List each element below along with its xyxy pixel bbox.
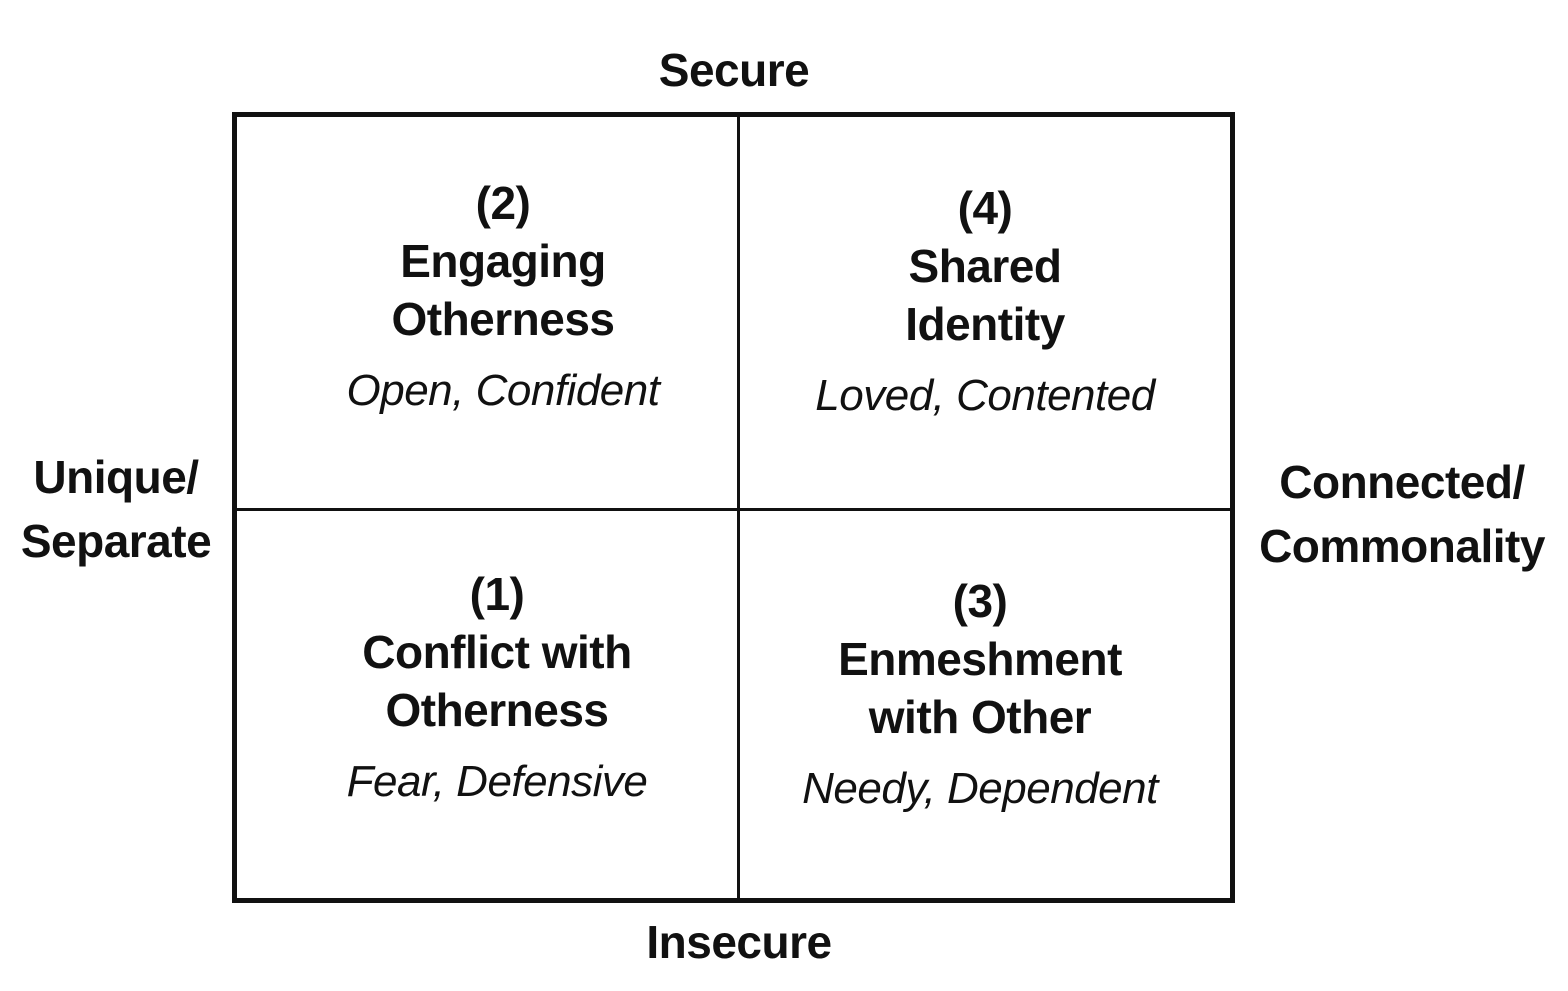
quadrant-title-line-1: Conflict with [362, 626, 632, 678]
axis-label-top: Secure [234, 38, 1234, 102]
axis-label-bottom-text: Insecure [646, 916, 832, 968]
vertical-divider [737, 117, 740, 898]
quadrant-title-line-2: with Other [868, 691, 1092, 743]
quadrant-title-line-1: Enmeshment [838, 633, 1122, 685]
quadrant-engaging-otherness: (2) Engaging Otherness Open, Confident [255, 174, 751, 420]
quadrant-title-line-2: Identity [905, 298, 1065, 350]
axis-label-right-line-2: Commonality [1259, 520, 1545, 573]
quadrant-enmeshment-with-other: (3) Enmeshment with Other Needy, Depende… [732, 572, 1228, 818]
quadrant-grid: (2) Engaging Otherness Open, Confident (… [232, 112, 1235, 903]
horizontal-divider [237, 508, 1230, 511]
quadrant-number: (3) [952, 575, 1008, 627]
quadrant-description: Needy, Dependent [802, 764, 1158, 813]
quadrant-title-line-1: Shared [908, 240, 1062, 292]
quadrant-conflict-with-otherness: (1) Conflict with Otherness Fear, Defens… [249, 565, 745, 811]
quadrant-description: Loved, Contented [815, 371, 1155, 420]
axis-label-left-line-1: Unique/ [33, 451, 199, 503]
axis-label-left: Unique/ Separate [0, 445, 232, 574]
axis-label-right-line-1: Connected/ [1279, 456, 1525, 508]
quadrant-description: Open, Confident [346, 366, 660, 415]
quadrant-shared-identity: (4) Shared Identity Loved, Contented [737, 179, 1233, 425]
quadrant-title-line-2: Otherness [385, 684, 609, 736]
quadrant-description: Fear, Defensive [346, 757, 648, 806]
quadrant-title-line-2: Otherness [391, 293, 615, 345]
axis-label-top-text: Secure [658, 44, 810, 96]
quadrant-number: (2) [475, 177, 531, 229]
quadrant-number: (4) [957, 182, 1013, 234]
axis-label-left-line-2: Separate [20, 515, 212, 568]
axis-label-bottom: Insecure [234, 910, 1244, 974]
quadrant-title-line-1: Engaging [400, 235, 606, 287]
axis-label-right: Connected/ Commonality [1236, 450, 1568, 579]
quadrant-number: (1) [469, 568, 525, 620]
